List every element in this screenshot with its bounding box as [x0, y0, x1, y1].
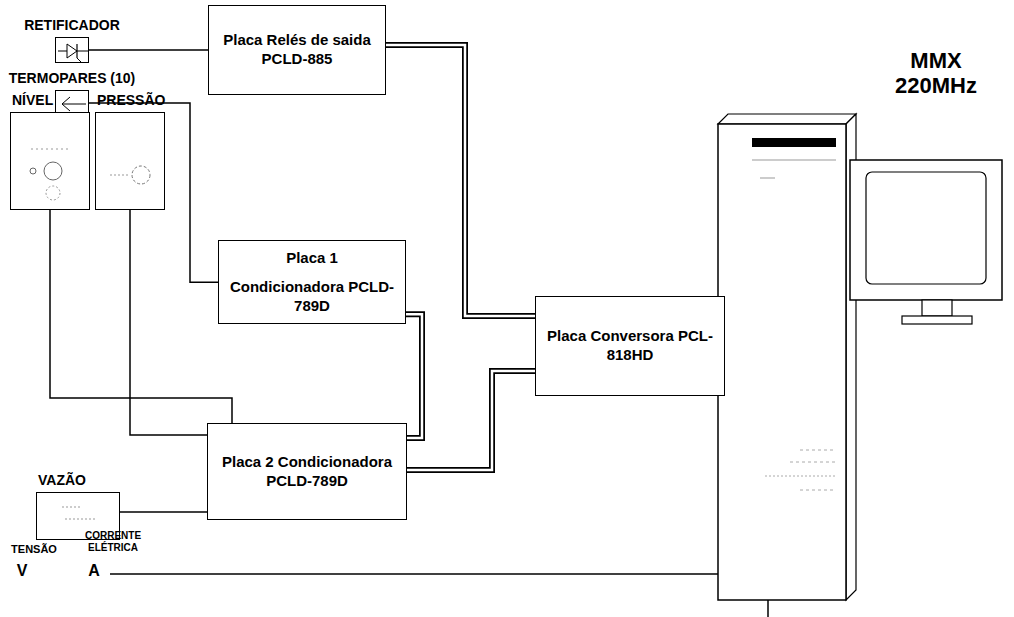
thyristor-gate [77, 58, 81, 62]
monitor-body [850, 160, 1002, 300]
box-label: Condicionadora PCLD-789D [229, 278, 395, 316]
node-heading: NÍVEL [12, 92, 53, 110]
level-knob [46, 186, 60, 200]
cable [386, 45, 535, 316]
monitor-base [902, 316, 972, 324]
front-mark [800, 450, 836, 451]
signal-label: CORRENTE ELÉTRICA [78, 530, 148, 553]
level-knob [30, 168, 36, 174]
power-cable [767, 600, 769, 617]
front-mark [790, 462, 836, 463]
front-mark [765, 476, 836, 477]
panel-mark [65, 519, 95, 520]
connector-wire [89, 103, 218, 282]
node-heading: PRESSÃO [97, 92, 165, 110]
drive-bay [752, 160, 836, 161]
cable-core [386, 45, 535, 316]
level-icon [11, 113, 89, 209]
cable-core [406, 314, 422, 438]
thyristor-bar [76, 44, 77, 58]
pressure-icon [96, 113, 164, 209]
pressure-gauge [132, 166, 150, 184]
node-heading: RETIFICADOR [24, 17, 120, 35]
box-label: Placa 1 [286, 249, 338, 268]
box-label: Placa Conversora PCL-818HD [546, 327, 714, 365]
thyristor-icon [56, 38, 88, 62]
box-label: Placa 2 Condicionadora PCLD-789D [218, 453, 396, 491]
panel-mark [110, 175, 128, 176]
instrument-box: NÍVEL [10, 112, 90, 210]
process-box: Placa 1 Condicionadora PCLD-789D [218, 240, 406, 324]
monitor-stand [922, 300, 952, 316]
cable [406, 314, 422, 438]
measurement-wire [110, 573, 718, 575]
cable [407, 371, 535, 470]
connector-wire [50, 210, 232, 423]
panel-mark [31, 149, 71, 150]
instrument-box: PRESSÃO [95, 112, 165, 210]
signal-name: V [14, 562, 30, 580]
thermocouple-lead [62, 104, 86, 105]
node-heading: TERMOPARES (10) [9, 70, 136, 88]
level-gauge [44, 162, 62, 180]
process-box: Placa Conversora PCL-818HD [535, 296, 725, 396]
box-label: Placa Relés de saida PCLD-885 [219, 31, 375, 69]
process-box: Placa Relés de saida PCLD-885 [208, 5, 386, 95]
rectifier-box: RETIFICADOR [55, 37, 89, 63]
tower-top [718, 114, 856, 124]
thyristor-symbol [67, 44, 77, 58]
connector-wire [130, 210, 207, 435]
computer-label: MMX 220MHz [880, 48, 992, 99]
process-box: Placa 2 Condicionadora PCLD-789D [207, 423, 407, 520]
front-mark [800, 490, 836, 491]
drive-slot [752, 138, 836, 147]
front-mark [760, 178, 775, 179]
signal-label: TENSÃO [10, 543, 58, 556]
connector-wire [120, 511, 207, 513]
computer-tower [718, 124, 846, 600]
connector-wire [89, 49, 208, 51]
signal-name: A [86, 562, 102, 580]
panel-mark [62, 507, 82, 508]
monitor-screen [866, 172, 986, 284]
cable-core [407, 371, 535, 470]
node-heading: VAZÃO [38, 472, 86, 490]
